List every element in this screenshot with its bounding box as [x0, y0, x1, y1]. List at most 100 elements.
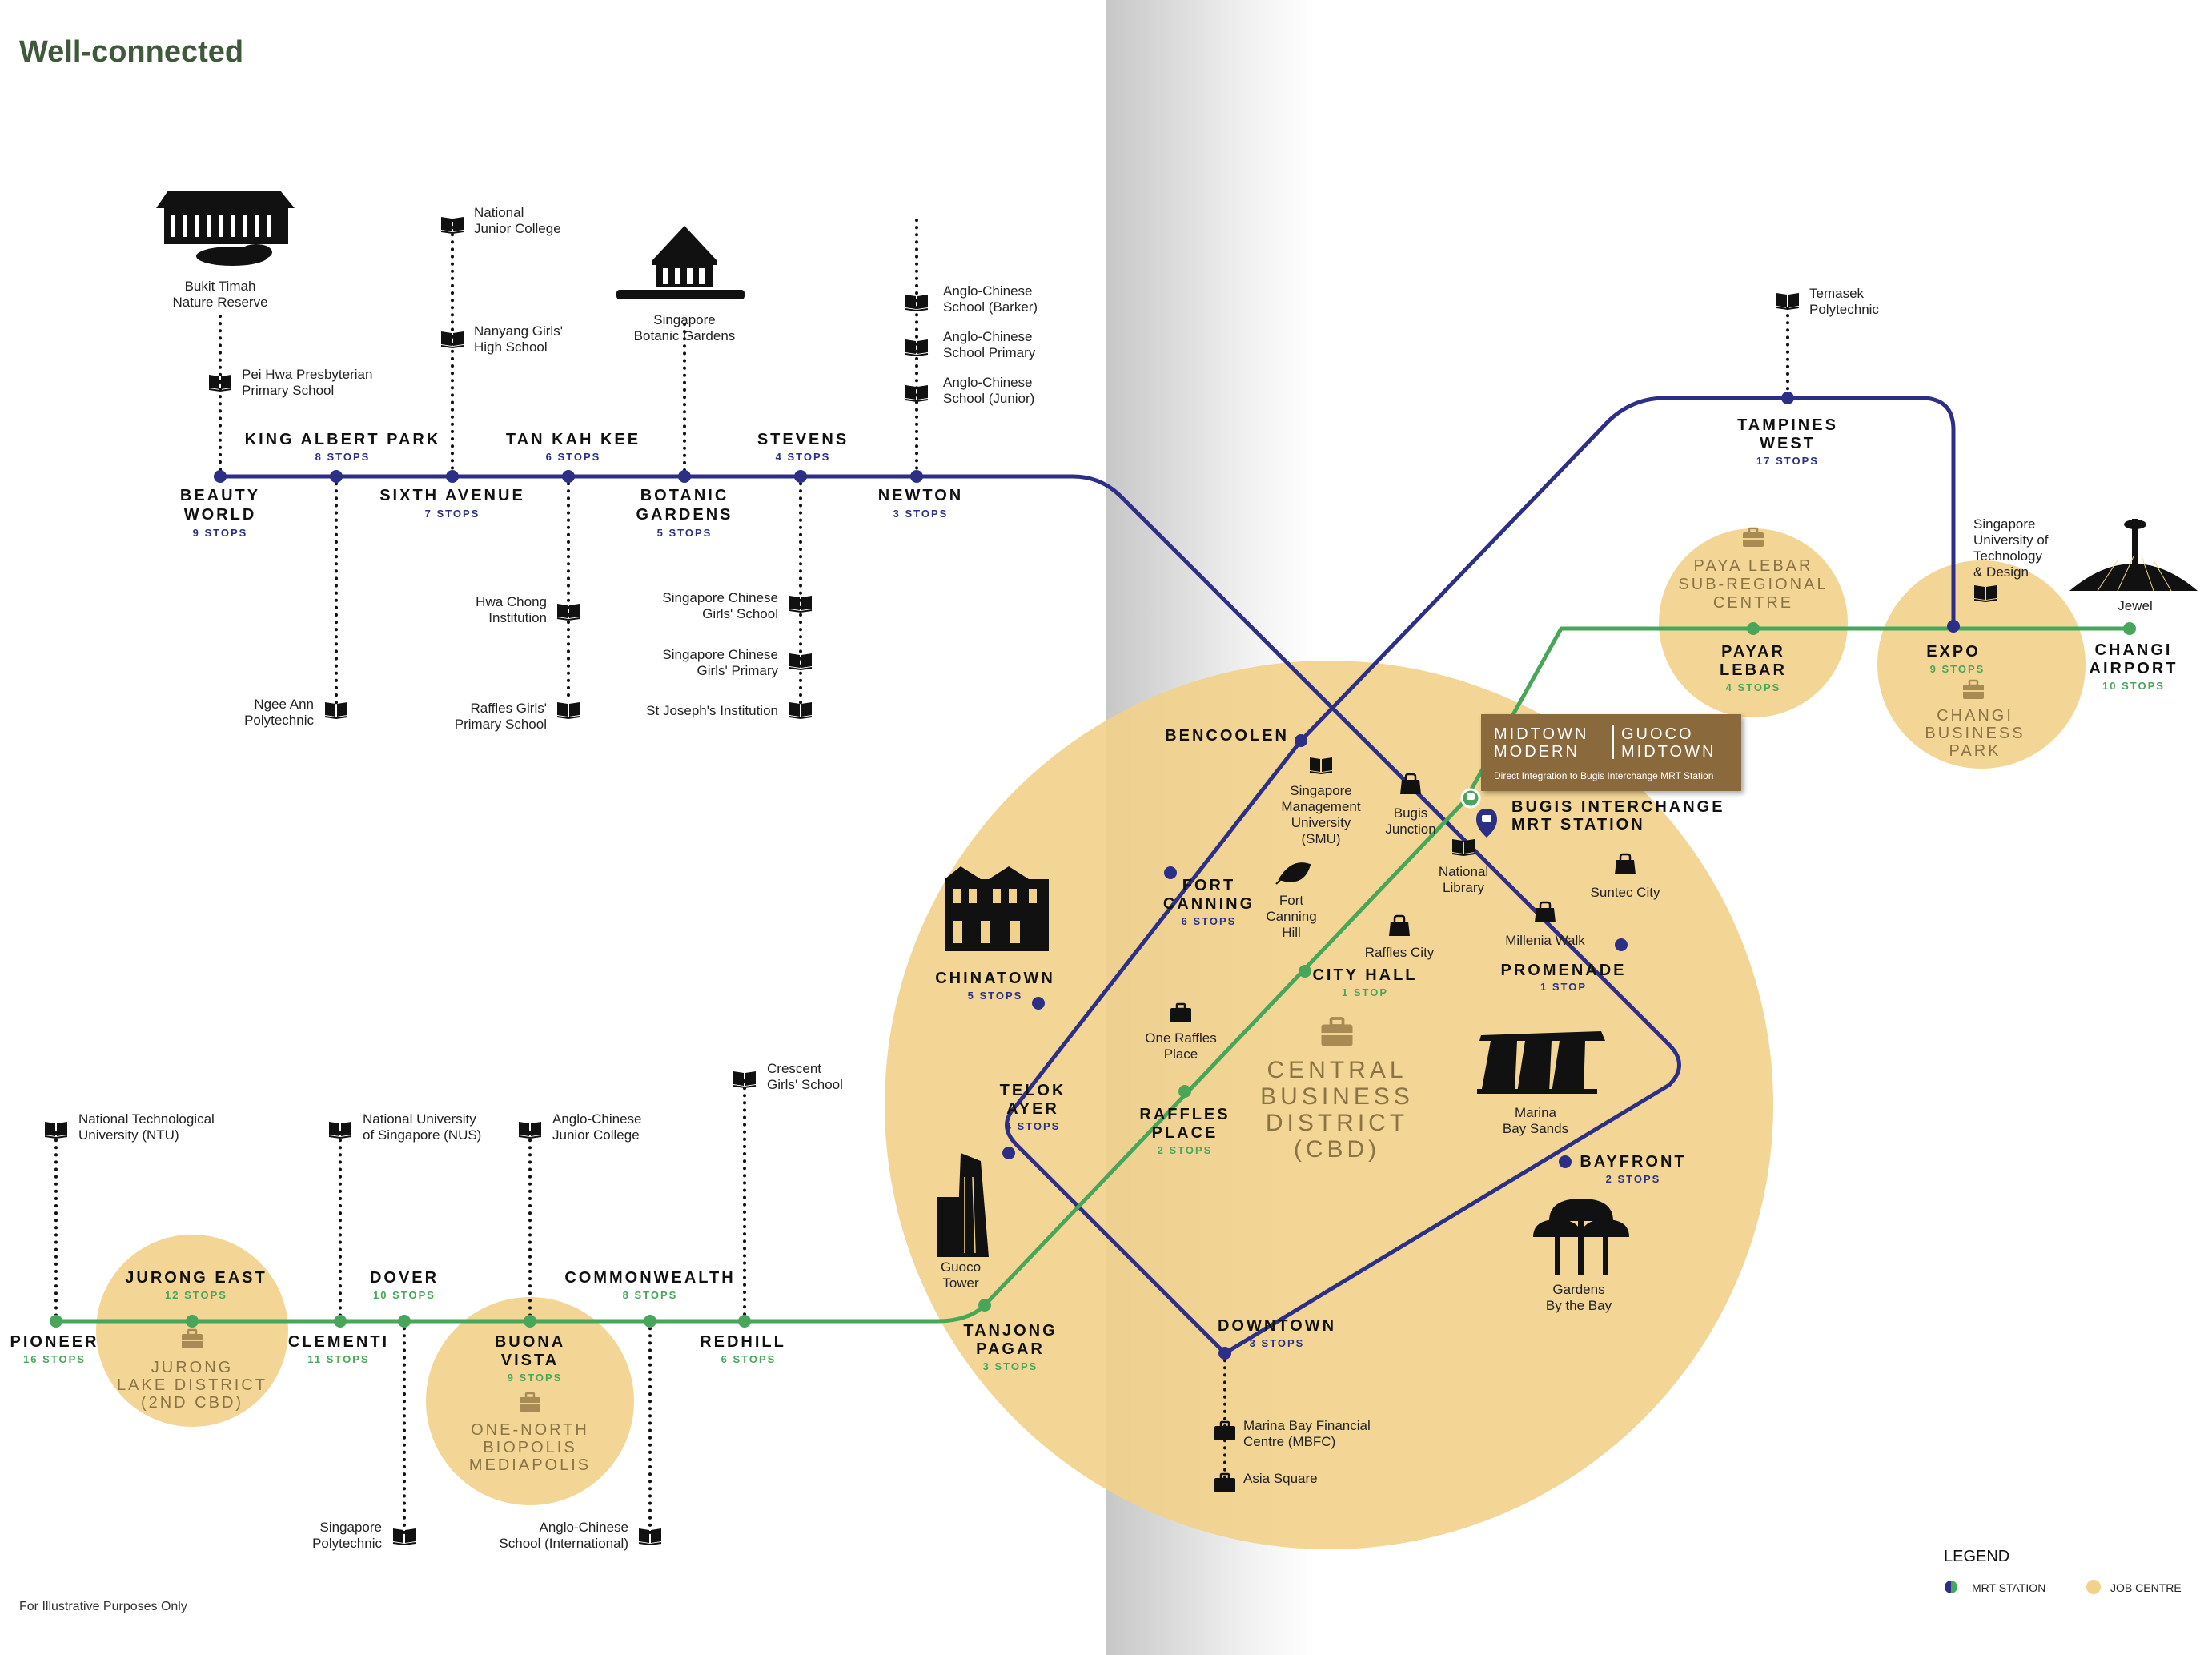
- station-labels: BEAUTY WORLD 9 STOPS KING ALBERT PARK 8 …: [10, 416, 2175, 1384]
- station-changi-airport: CHANGI: [2095, 641, 2173, 659]
- svg-text:St Joseph's Institution: St Joseph's Institution: [646, 703, 778, 718]
- svg-text:Nature Reserve: Nature Reserve: [172, 295, 267, 310]
- book-icon: [44, 1121, 68, 1139]
- svg-text:3 STOPS: 3 STOPS: [983, 1360, 1038, 1372]
- station-tan-kah-kee: TAN KAH KEE: [506, 431, 640, 448]
- svg-text:Primary School: Primary School: [242, 383, 334, 398]
- station-dots: [50, 392, 2136, 1360]
- svg-text:6 STOPS: 6 STOPS: [1182, 915, 1237, 927]
- svg-text:Girls' School: Girls' School: [767, 1077, 843, 1092]
- svg-text:Crescent: Crescent: [767, 1061, 821, 1076]
- station-pioneer: PIONEER: [10, 1333, 98, 1351]
- station-downtown: DOWNTOWN: [1218, 1317, 1336, 1335]
- svg-text:5 STOPS: 5 STOPS: [968, 990, 1023, 1002]
- svg-text:9 STOPS: 9 STOPS: [193, 527, 248, 539]
- svg-text:7 STOPS: 7 STOPS: [425, 508, 480, 520]
- svg-text:DISTRICT: DISTRICT: [1266, 1110, 1408, 1136]
- svg-text:MRT STATION: MRT STATION: [1511, 816, 1645, 834]
- midtown-badge: MIDTOWN MODERN GUOCO MIDTOWN Direct Inte…: [1481, 714, 1741, 791]
- svg-text:By the Bay: By the Bay: [1546, 1298, 1612, 1313]
- svg-text:Management: Management: [1281, 799, 1361, 814]
- bukit-timah-icon: [156, 191, 295, 266]
- svg-text:& Design: & Design: [1973, 564, 2029, 580]
- svg-text:17 STOPS: 17 STOPS: [1756, 455, 1819, 467]
- svg-text:Anglo-Chinese: Anglo-Chinese: [552, 1111, 642, 1127]
- station-commonwealth: COMMONWEALTH: [564, 1269, 735, 1287]
- svg-text:3 STOPS: 3 STOPS: [1250, 1337, 1305, 1349]
- svg-text:Millenia Walk: Millenia Walk: [1505, 933, 1585, 948]
- leaf-icon: [1275, 862, 1311, 885]
- svg-text:WEST: WEST: [1760, 435, 1816, 452]
- svg-text:SUB-REGIONAL: SUB-REGIONAL: [1678, 576, 1828, 593]
- svg-text:GARDENS: GARDENS: [636, 506, 733, 524]
- svg-text:Technology: Technology: [1973, 548, 2043, 564]
- svg-text:3 STOPS: 3 STOPS: [893, 508, 949, 520]
- station-beauty-world: BEAUTY: [180, 487, 260, 504]
- svg-text:Jewel: Jewel: [2118, 598, 2152, 613]
- svg-text:PLACE: PLACE: [1152, 1124, 1218, 1142]
- svg-text:BIOPOLIS: BIOPOLIS: [483, 1439, 576, 1456]
- svg-text:School (Barker): School (Barker): [943, 299, 1038, 315]
- svg-text:(CBD): (CBD): [1294, 1136, 1380, 1163]
- svg-text:Library: Library: [1443, 880, 1484, 895]
- svg-text:BUSINESS: BUSINESS: [1260, 1083, 1414, 1110]
- svg-text:Polytechnic: Polytechnic: [1809, 302, 1879, 317]
- svg-text:Anglo-Chinese: Anglo-Chinese: [943, 283, 1033, 299]
- station-botanic-gardens: BOTANIC: [640, 487, 729, 504]
- svg-text:(2ND CBD): (2ND CBD): [141, 1394, 243, 1412]
- svg-text:10 STOPS: 10 STOPS: [2102, 680, 2165, 692]
- svg-text:Singapore Chinese: Singapore Chinese: [662, 647, 778, 662]
- svg-text:National University: National University: [363, 1111, 476, 1127]
- svg-text:(SMU): (SMU): [1301, 831, 1340, 846]
- legend-job-centre: JOB CENTRE: [2110, 1581, 2182, 1594]
- svg-text:Place: Place: [1164, 1046, 1198, 1062]
- svg-text:Anglo-Chinese: Anglo-Chinese: [539, 1520, 628, 1535]
- svg-text:Singapore: Singapore: [1973, 516, 2036, 532]
- station-stevens: STEVENS: [757, 431, 849, 448]
- page-title: Well-connected: [19, 35, 244, 69]
- book-icon: [518, 1121, 542, 1139]
- botanic-gazebo-icon: [616, 226, 745, 299]
- svg-text:Marina Bay Financial: Marina Bay Financial: [1243, 1418, 1371, 1433]
- svg-text:Bay Sands: Bay Sands: [1503, 1121, 1568, 1136]
- badge-divider: [1612, 725, 1614, 759]
- svg-text:4 STOPS: 4 STOPS: [1006, 1120, 1061, 1132]
- svg-text:Junior College: Junior College: [552, 1127, 640, 1143]
- svg-text:University: University: [1291, 815, 1351, 830]
- book-icon: [328, 1121, 352, 1139]
- job-centre-labels: PAYA LEBAR SUB-REGIONAL CENTRE CHANGI BU…: [117, 527, 2023, 1474]
- station-raffles-place: RAFFLES: [1139, 1106, 1230, 1123]
- legend: LEGEND MRT STATION JOB CENTRE: [1944, 1548, 2182, 1594]
- station-dover: DOVER: [370, 1269, 439, 1287]
- station-king-albert-park: KING ALBERT PARK: [245, 431, 441, 448]
- svg-text:National Technological: National Technological: [78, 1111, 215, 1127]
- marina-bay-sands-icon: [1477, 1031, 1605, 1094]
- svg-text:Polytechnic: Polytechnic: [244, 713, 314, 728]
- downtown-line: [220, 396, 1956, 1356]
- book-icon: [324, 701, 348, 719]
- svg-text:1 STOP: 1 STOP: [1540, 981, 1587, 993]
- svg-text:Primary School: Primary School: [455, 717, 547, 732]
- svg-text:Fort: Fort: [1279, 893, 1304, 908]
- badge-guoco-midtown: GUOCO MIDTOWN: [1621, 725, 1716, 761]
- svg-text:Singapore: Singapore: [653, 312, 716, 327]
- svg-text:12 STOPS: 12 STOPS: [165, 1289, 227, 1301]
- svg-text:Nanyang Girls': Nanyang Girls': [474, 323, 563, 339]
- svg-text:MEDIAPOLIS: MEDIAPOLIS: [469, 1456, 591, 1474]
- svg-text:JURONG: JURONG: [151, 1359, 233, 1376]
- book-icon: [905, 339, 929, 356]
- svg-text:Tower: Tower: [942, 1275, 979, 1291]
- svg-text:Centre (MBFC): Centre (MBFC): [1243, 1434, 1335, 1449]
- station-buona-vista: BUONA: [495, 1333, 565, 1351]
- svg-text:16 STOPS: 16 STOPS: [23, 1353, 86, 1365]
- svg-text:Bugis: Bugis: [1394, 805, 1428, 821]
- svg-text:CANNING: CANNING: [1163, 895, 1255, 913]
- station-newton: NEWTON: [878, 487, 964, 504]
- svg-text:School Primary: School Primary: [943, 345, 1036, 360]
- station-redhill: REDHILL: [700, 1333, 786, 1351]
- station-tanjong-pagar: TANJONG: [963, 1322, 1057, 1340]
- svg-text:1 STOP: 1 STOP: [1342, 986, 1388, 998]
- station-promenade: PROMENADE: [1500, 962, 1626, 979]
- svg-text:Singapore: Singapore: [1290, 783, 1352, 798]
- svg-text:Girls' Primary: Girls' Primary: [697, 663, 779, 678]
